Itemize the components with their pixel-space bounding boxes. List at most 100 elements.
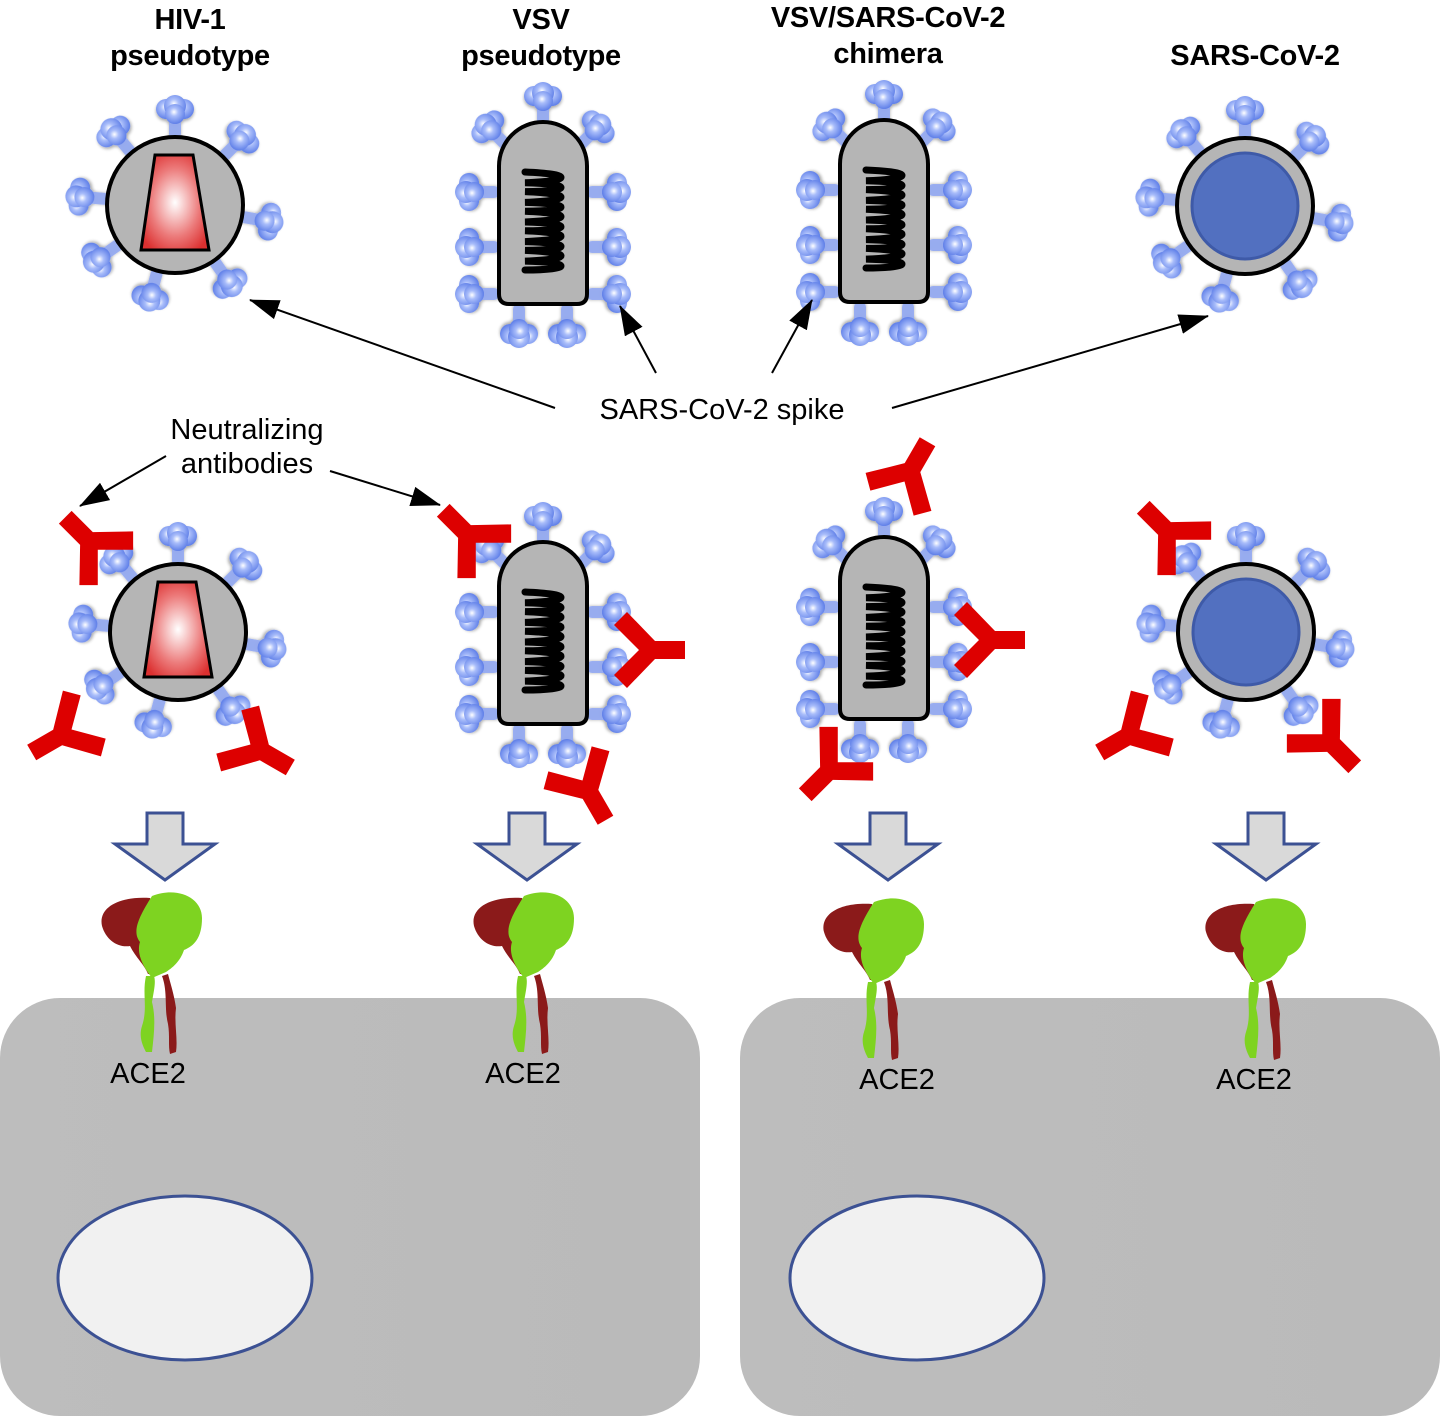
antibodies-label-line-2: antibodies: [180, 448, 314, 480]
spike-protein-icon: [796, 171, 840, 209]
title-line-1: [1170, 2, 1339, 38]
spike-protein-icon: [455, 648, 499, 686]
genome-coil-icon: [862, 166, 906, 272]
antibody-icon: [778, 717, 883, 822]
spike-protein-icon: [455, 275, 499, 313]
spike-protein-icon: [587, 275, 631, 313]
spike-protein-icon: [1227, 522, 1265, 566]
spike-protein-icon: [1226, 96, 1264, 140]
spike-protein-icon: [455, 593, 499, 631]
spike-protein-icon: [928, 226, 972, 264]
spike-pointer-arrows: [249, 299, 1209, 409]
arrow-to-chimera-spike: [771, 299, 813, 374]
down-arrow-icon: [833, 811, 943, 882]
virion-row-top: [63, 80, 1357, 348]
spike-protein-icon: [928, 690, 972, 728]
arrow-to-hiv1-spike: [249, 299, 556, 409]
spike-label: SARS-CoV-2 spike: [599, 394, 845, 426]
spike-protein-icon: [796, 643, 840, 681]
ace2-label: ACE2: [110, 1058, 186, 1090]
title-sars-cov-2: SARS-CoV-2: [1170, 2, 1340, 74]
spike-protein-icon: [455, 173, 499, 211]
spike-protein-icon: [841, 302, 879, 346]
spike-protein-icon: [524, 502, 562, 546]
title-chimera: VSV/SARS-CoV-2 chimera: [770, 0, 1006, 72]
sars-core-icon: [1190, 151, 1300, 261]
title-line-2: SARS-CoV-2: [1170, 40, 1340, 72]
virion-hiv1-pseudotype: [63, 95, 287, 317]
title-line-2: pseudotype: [461, 40, 621, 72]
virion-row-antibody-bound: [66, 497, 1358, 768]
spike-protein-icon: [865, 80, 903, 124]
virion-sars-cov-2: [1133, 96, 1357, 318]
sars-core-icon: [1191, 577, 1301, 687]
virion-sars-cov-2-neutralized: [1134, 522, 1358, 744]
title-line-2: chimera: [833, 38, 943, 70]
ace2-label: ACE2: [485, 1058, 561, 1090]
spike-protein-icon: [500, 724, 538, 768]
spike-protein-icon: [587, 228, 631, 266]
spike-protein-icon: [524, 82, 562, 126]
genome-coil-icon: [521, 588, 565, 694]
cell-body: [740, 998, 1440, 1416]
spike-protein-icon: [928, 273, 972, 311]
arrow-to-antibody-right: [329, 470, 441, 506]
arrow-to-sars-spike: [891, 314, 1209, 409]
virion-vsv-sars-chimera-neutralized: [796, 497, 972, 763]
antibody-icon: [614, 612, 685, 688]
spike-protein-icon: [889, 302, 927, 346]
spike-protein-icon: [796, 226, 840, 264]
antibody-icon: [1116, 480, 1221, 585]
virion-vsv-sars-chimera: [796, 80, 972, 346]
title-line-1: VSV: [512, 4, 570, 36]
title-line-1: HIV-1: [154, 4, 226, 36]
spike-protein-icon: [587, 695, 631, 733]
cell-body: [0, 998, 700, 1416]
spike-protein-icon: [1133, 177, 1181, 220]
ace2-label: ACE2: [859, 1064, 935, 1096]
virion-vsv-pseudotype-neutralized: [455, 502, 631, 768]
virion-vsv-pseudotype: [455, 82, 631, 348]
spike-protein-icon: [1134, 603, 1182, 646]
spike-protein-icon: [500, 304, 538, 348]
host-cell-right: [740, 998, 1440, 1416]
antibodies-label: Neutralizing antibodies: [170, 413, 323, 481]
virion-hiv1-pseudotype-neutralized: [66, 522, 290, 744]
spike-protein-icon: [796, 588, 840, 626]
down-arrow-icon: [110, 811, 220, 882]
spike-protein-icon: [841, 719, 879, 763]
spike-protein-icon: [796, 690, 840, 728]
hiv-capsid-icon: [142, 580, 214, 679]
spike-protein-icon: [156, 95, 194, 139]
spike-protein-icon: [63, 176, 111, 219]
spike-protein-icon: [796, 273, 840, 311]
spike-protein-icon: [455, 228, 499, 266]
spike-protein-icon: [455, 695, 499, 733]
spike-protein-icon: [548, 724, 586, 768]
arrow-to-vsv-spike: [619, 305, 657, 374]
nucleus: [56, 1194, 314, 1362]
spike-protein-icon: [587, 173, 631, 211]
antibody-pointer-arrows: [79, 455, 441, 507]
down-arrow-icon: [472, 811, 582, 882]
title-hiv1: HIV-1 pseudotype: [110, 2, 270, 74]
spike-protein-icon: [548, 304, 586, 348]
entry-arrows: [110, 811, 1321, 882]
spike-protein-icon: [159, 522, 197, 566]
nucleus: [788, 1194, 1046, 1362]
genome-coil-icon: [862, 583, 906, 689]
title-vsv: VSV pseudotype: [461, 2, 621, 74]
title-line-1: VSV/SARS-CoV-2: [770, 2, 1006, 34]
spike-protein-icon: [66, 603, 114, 646]
genome-coil-icon: [521, 168, 565, 274]
spike-protein-icon: [889, 719, 927, 763]
title-line-2: pseudotype: [110, 40, 270, 72]
antibodies-label-line-1: Neutralizing: [170, 414, 324, 446]
antibody-icon: [954, 602, 1025, 678]
down-arrow-icon: [1211, 811, 1321, 882]
spike-protein-icon: [865, 497, 903, 541]
hiv-capsid-icon: [139, 153, 211, 252]
arrow-to-antibody-left: [79, 455, 167, 507]
